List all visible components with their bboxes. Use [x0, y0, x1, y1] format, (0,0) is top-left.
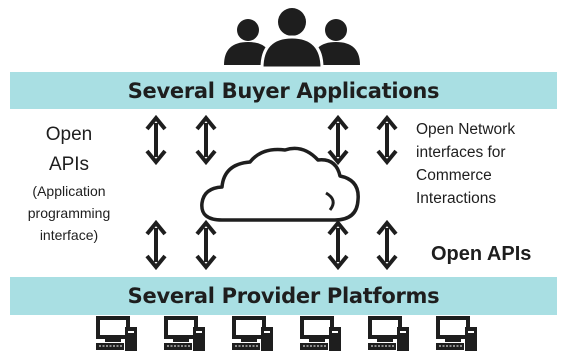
- buyer-applications-label: Several Buyer Applications: [127, 78, 440, 103]
- api-definition-line1: (Application: [32, 183, 106, 199]
- double-arrow-icon: [327, 221, 349, 269]
- open-network-line2: interfaces for: [416, 144, 506, 161]
- double-arrow-icon: [376, 116, 398, 164]
- provider-platforms-band: Several Provider Platforms: [10, 277, 557, 315]
- provider-platforms-label: Several Provider Platforms: [127, 284, 440, 308]
- double-arrow-icon: [195, 221, 217, 269]
- open-network-line3: Commerce: [416, 167, 492, 184]
- computer-icons-row: [94, 316, 479, 353]
- buyer-applications-band: Several Buyer Applications: [10, 72, 557, 109]
- open-apis-line1: Open: [45, 124, 93, 145]
- cloud-icon: [200, 146, 360, 222]
- open-network-line4: Interactions: [416, 190, 497, 207]
- open-network-label: Open Network interfaces for Commerce Int…: [416, 118, 556, 210]
- api-definition-label: (Application programming interface): [0, 180, 138, 246]
- computer-icon: [298, 316, 343, 353]
- people-group-icon: [224, 8, 360, 70]
- computer-icon: [434, 316, 479, 353]
- api-definition-line2: programming: [27, 205, 111, 221]
- double-arrow-icon: [145, 116, 167, 164]
- open-network-line1: Open Network: [416, 121, 516, 138]
- computer-icon: [366, 316, 411, 353]
- double-arrow-icon: [376, 221, 398, 269]
- open-apis-label: Open APIs: [22, 120, 116, 180]
- computer-icon: [162, 316, 207, 353]
- computer-icon: [94, 316, 139, 353]
- open-apis-line2: APIs: [48, 154, 90, 175]
- computer-icon: [230, 316, 275, 353]
- open-apis-right-label: Open APIs: [431, 243, 532, 265]
- double-arrow-icon: [195, 116, 217, 164]
- double-arrow-icon: [327, 116, 349, 164]
- double-arrow-icon: [145, 221, 167, 269]
- api-definition-line3: interface): [39, 227, 99, 243]
